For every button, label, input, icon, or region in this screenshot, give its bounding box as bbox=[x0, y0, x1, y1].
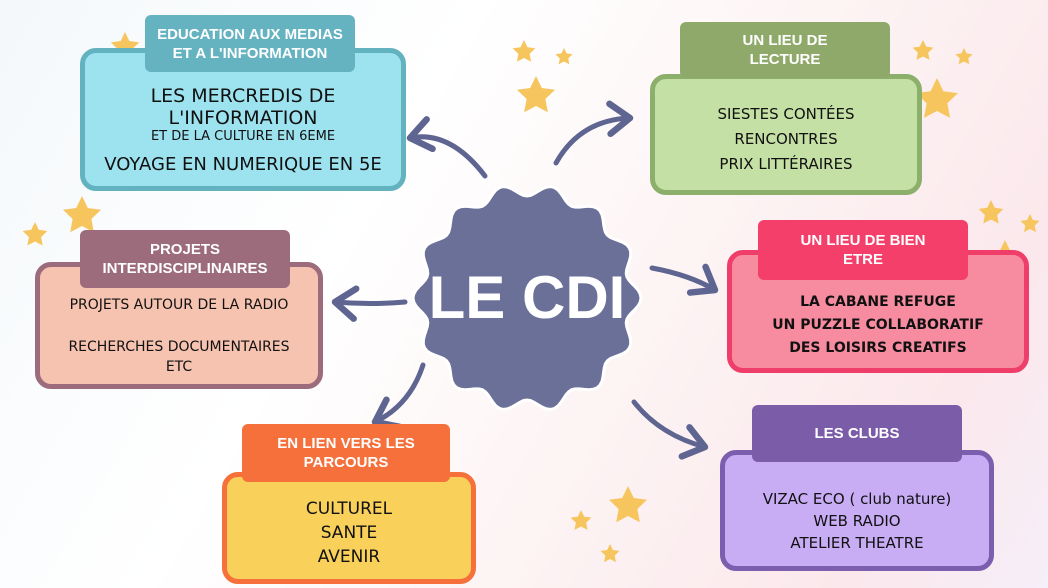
header-line: LES CLUBS bbox=[814, 425, 900, 442]
node-header-parcours: EN LIEN VERS LES PARCOURS bbox=[242, 424, 450, 482]
node-line: LES MERCREDIS DE bbox=[150, 84, 336, 107]
header-line: PARCOURS bbox=[303, 454, 389, 471]
node-line: AVENIR bbox=[317, 547, 381, 567]
node-line: RENCONTRES bbox=[734, 130, 838, 148]
node-header-projets: PROJETS INTERDISCIPLINAIRES bbox=[80, 230, 290, 288]
node-line: PROJETS AUTOUR DE LA RADIO bbox=[69, 296, 289, 313]
node-header-bienetre: UN LIEU DE BIEN ETRE bbox=[758, 220, 968, 280]
arrow-to-bienetre bbox=[649, 263, 719, 296]
center-title: LE CDI bbox=[428, 264, 626, 331]
node-line: DES LOISIRS CREATIFS bbox=[789, 340, 967, 356]
header-line: INTERDISCIPLINAIRES bbox=[102, 260, 268, 277]
node-line: SANTE bbox=[320, 523, 378, 543]
header-line: UN LIEU DE bbox=[742, 32, 828, 49]
arrow-to-emi bbox=[406, 116, 488, 179]
node-line: LA CABANE REFUGE bbox=[800, 294, 956, 310]
node-line: VIZAC ECO ( club nature) bbox=[762, 489, 952, 508]
node-line: UN PUZZLE COLLABORATIF bbox=[772, 317, 984, 333]
node-line: WEB RADIO bbox=[813, 511, 901, 530]
arrows bbox=[331, 100, 719, 460]
header-line: EDUCATION AUX MEDIAS bbox=[157, 25, 343, 43]
header-line: LECTURE bbox=[749, 51, 821, 68]
node-line: VOYAGE EN NUMERIQUE EN 5E bbox=[104, 153, 382, 175]
arrow-to-projets bbox=[331, 285, 408, 322]
arrow-to-clubs bbox=[631, 399, 709, 460]
header-line: PROJETS bbox=[149, 241, 220, 258]
node-line: L'INFORMATION bbox=[168, 106, 318, 129]
node-clubs: VIZAC ECO ( club nature) WEB RADIO ATELI… bbox=[720, 450, 994, 571]
node-line: RECHERCHES DOCUMENTAIRES bbox=[68, 338, 290, 355]
arrow-to-parcours bbox=[371, 362, 426, 430]
node-line: SIESTES CONTÉES bbox=[717, 105, 855, 123]
center-badge bbox=[411, 185, 643, 411]
node-parcours: CULTUREL SANTE AVENIR bbox=[222, 472, 476, 584]
node-header-clubs: LES CLUBS bbox=[752, 405, 962, 462]
header-line: ET A L'INFORMATION bbox=[172, 44, 328, 62]
node-header-lecture: UN LIEU DE LECTURE bbox=[680, 22, 890, 78]
node-line: ET DE LA CULTURE EN 6EME bbox=[150, 128, 336, 144]
node-line: PRIX LITTÉRAIRES bbox=[719, 155, 853, 173]
node-lecture: SIESTES CONTÉES RENCONTRES PRIX LITTÉRAI… bbox=[650, 74, 922, 195]
header-line: ETRE bbox=[842, 251, 883, 268]
header-line: EN LIEN VERS LES bbox=[277, 435, 415, 452]
node-line: CULTUREL bbox=[305, 499, 393, 519]
header-line: UN LIEU DE BIEN bbox=[800, 232, 926, 249]
node-line: ATELIER THEATRE bbox=[790, 533, 924, 552]
node-line: ETC bbox=[165, 358, 193, 375]
arrow-to-lecture bbox=[553, 100, 634, 166]
